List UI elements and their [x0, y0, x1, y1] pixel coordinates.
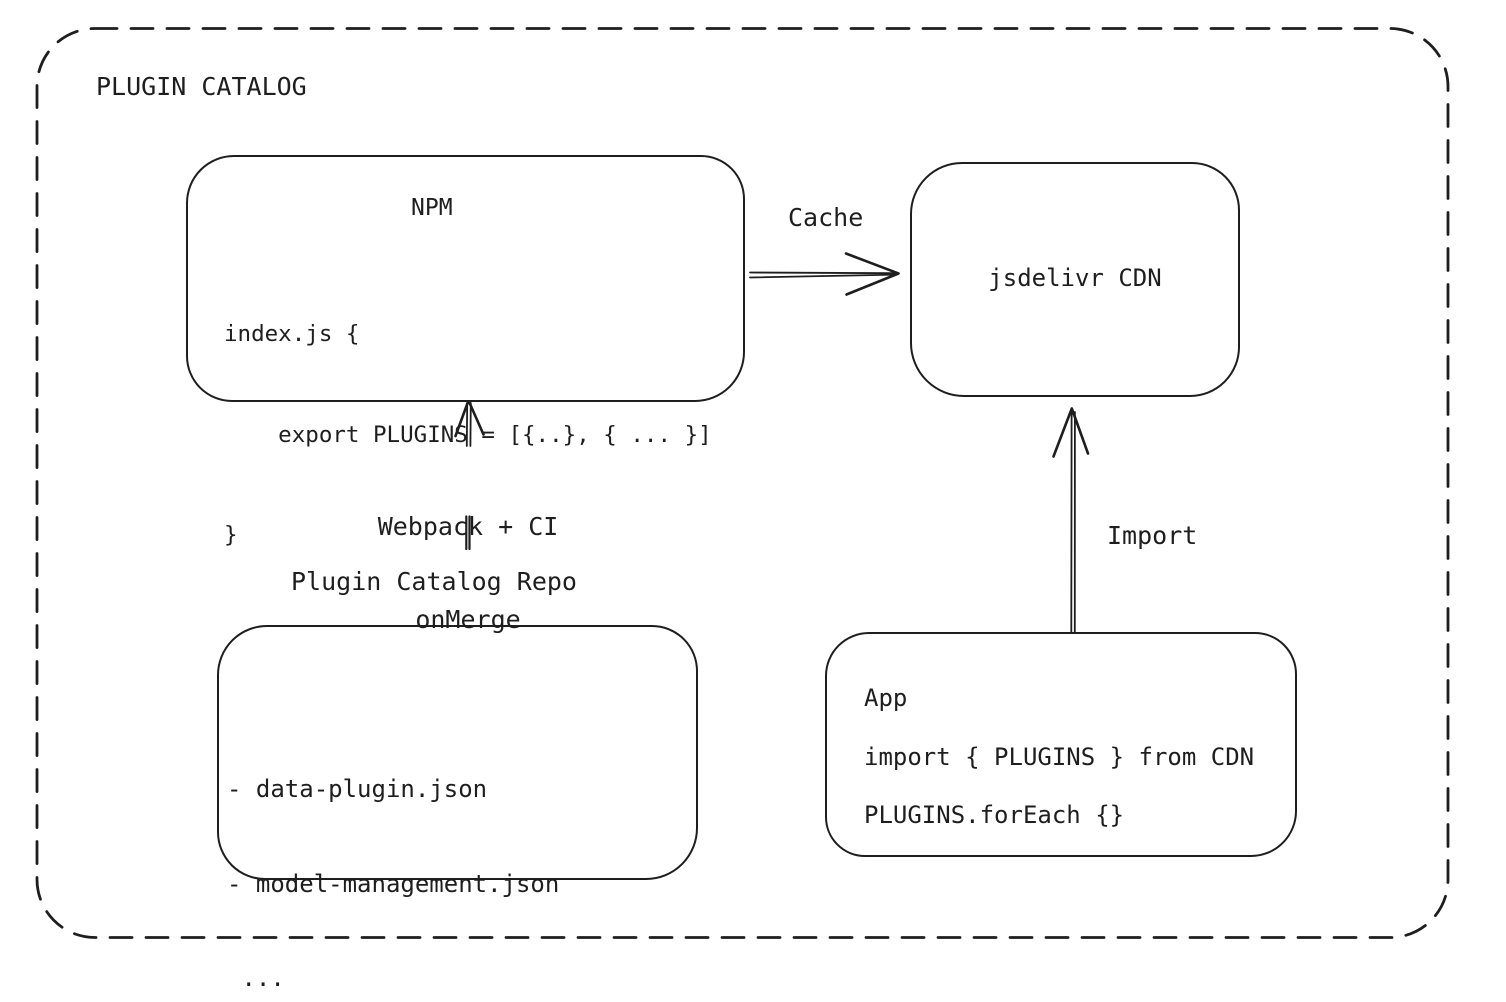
build-arrow-label: Webpack + CI onMerge: [348, 449, 588, 697]
repo-node: - data-plugin.json - model-management.js…: [217, 625, 698, 992]
cdn-node: jsdelivr CDN: [910, 162, 1240, 397]
cache-arrow-label: Cache: [788, 203, 864, 232]
repo-file-list: - data-plugin.json - model-management.js…: [227, 711, 559, 1002]
repo-file-item: ...: [227, 964, 285, 992]
cache-arrow: [749, 252, 900, 296]
app-node-title: App: [864, 684, 908, 712]
import-arrow-label: Import: [1107, 521, 1198, 550]
diagram-title: PLUGIN CATALOG: [96, 72, 307, 101]
npm-code-line: index.js {: [224, 321, 360, 347]
app-node: App import { PLUGINS } from CDN PLUGINS.…: [825, 632, 1297, 857]
app-code-line: import { PLUGINS } from CDN: [864, 743, 1255, 771]
build-arrow-label-line: onMerge: [415, 605, 521, 634]
npm-code-line: }: [224, 522, 238, 548]
repo-file-item: - data-plugin.json: [227, 775, 488, 803]
outer-dashed-frame: [35, 27, 1450, 939]
npm-node: NPM index.js { export PLUGINS = [{..}, {…: [186, 155, 745, 548]
import-arrow: [1052, 407, 1090, 633]
npm-code-line: export PLUGINS = [{..}, { ... }]: [224, 421, 712, 448]
npm-code-block: index.js { export PLUGINS = [{..}, { ...…: [224, 251, 712, 620]
repo-node-label: Plugin Catalog Repo: [291, 567, 577, 596]
repo-file-item: - model-management.json: [227, 869, 560, 898]
app-code-line: PLUGINS.forEach {}: [864, 801, 1125, 829]
merge-connector-line: [465, 515, 471, 551]
cdn-node-title: jsdelivr CDN: [988, 264, 1162, 292]
npm-node-title: NPM: [411, 195, 453, 221]
build-arrow-label-line: Webpack + CI: [377, 512, 559, 541]
